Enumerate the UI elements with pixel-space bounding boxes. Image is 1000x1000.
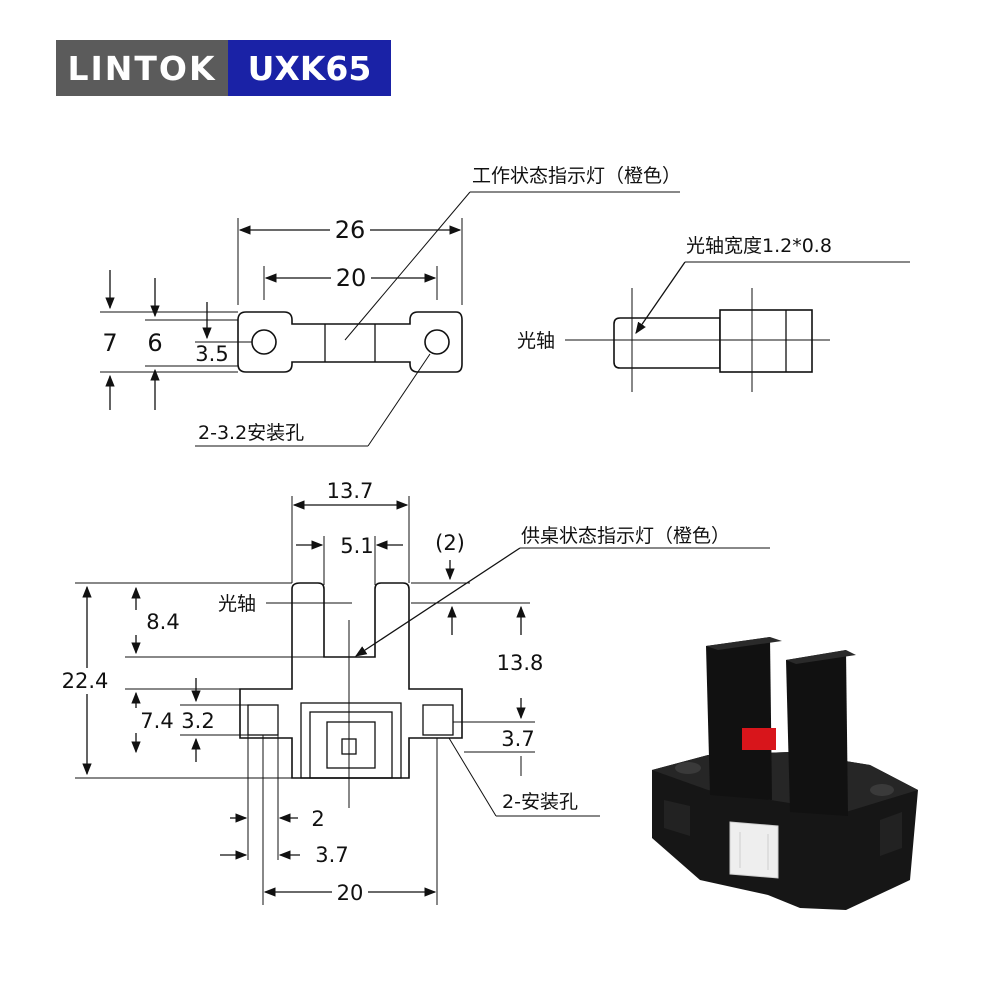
dim-tip: (2): [435, 531, 465, 555]
side-view-base: [719, 309, 813, 373]
top-left-mounting-hole: [251, 329, 277, 355]
brand-name: LINTOK: [56, 40, 228, 96]
dim-hole-spacing: 20: [337, 881, 364, 905]
dim-slot-depth: 8.4: [146, 610, 179, 634]
photo-right-arm: [786, 650, 848, 816]
dim-front-width: 13.7: [327, 479, 374, 503]
label-top-mounting-holes: 2-3.2安装孔: [198, 422, 304, 444]
dim-hole-center: 3.5: [195, 342, 228, 366]
top-right-mounting-hole: [424, 329, 450, 355]
dim-total-height: 22.4: [62, 669, 109, 693]
photo-left-arm: [706, 637, 772, 800]
label-side-optical-axis: 光轴: [517, 330, 555, 352]
label-axis-width: 光轴宽度1.2*0.8: [686, 235, 832, 257]
dim-base-height: 7.4: [140, 709, 173, 733]
label-front-optical-axis: 光轴: [218, 593, 256, 615]
front-view-outline: [239, 582, 463, 779]
photo-left-hole: [675, 762, 701, 774]
dim-body-height: 6: [147, 329, 162, 357]
dim-axis-height: 13.8: [497, 651, 544, 675]
brand-logo: LINTOK UXK65: [56, 40, 391, 96]
side-view: 光轴 光轴宽度1.2*0.8: [517, 235, 910, 392]
photo-right-hole: [870, 784, 894, 796]
dim-left-offset-37: 3.7: [315, 843, 348, 867]
dim-overall-width: 26: [335, 216, 366, 244]
photo-red-window: [742, 728, 776, 750]
dim-hole-pitch: 20: [336, 264, 367, 292]
dim-hole-offset: 3.7: [501, 727, 534, 751]
front-right-hole: [422, 704, 454, 736]
dim-left-offset-2: 2: [311, 807, 324, 831]
front-view: 13.7 5.1 (2) 22.4 8.4 7.4: [58, 479, 770, 905]
photo-white-connector: [729, 821, 779, 879]
dim-slot-width: 5.1: [340, 534, 373, 558]
top-view-outline: [237, 311, 463, 373]
dim-height: 7: [102, 329, 117, 357]
product-photo: [652, 637, 918, 910]
top-view: 26 20 7 6 3.5 工作状态指示灯（橙色）: [100, 165, 681, 447]
label-supply-indicator: 供桌状态指示灯（橙色）: [521, 525, 730, 547]
model-name: UXK65: [228, 40, 391, 96]
dim-hole-height: 3.2: [181, 709, 214, 733]
label-front-mounting-holes: 2-安装孔: [502, 791, 578, 813]
label-working-indicator: 工作状态指示灯（橙色）: [472, 165, 681, 187]
side-view-tip: [613, 317, 721, 369]
